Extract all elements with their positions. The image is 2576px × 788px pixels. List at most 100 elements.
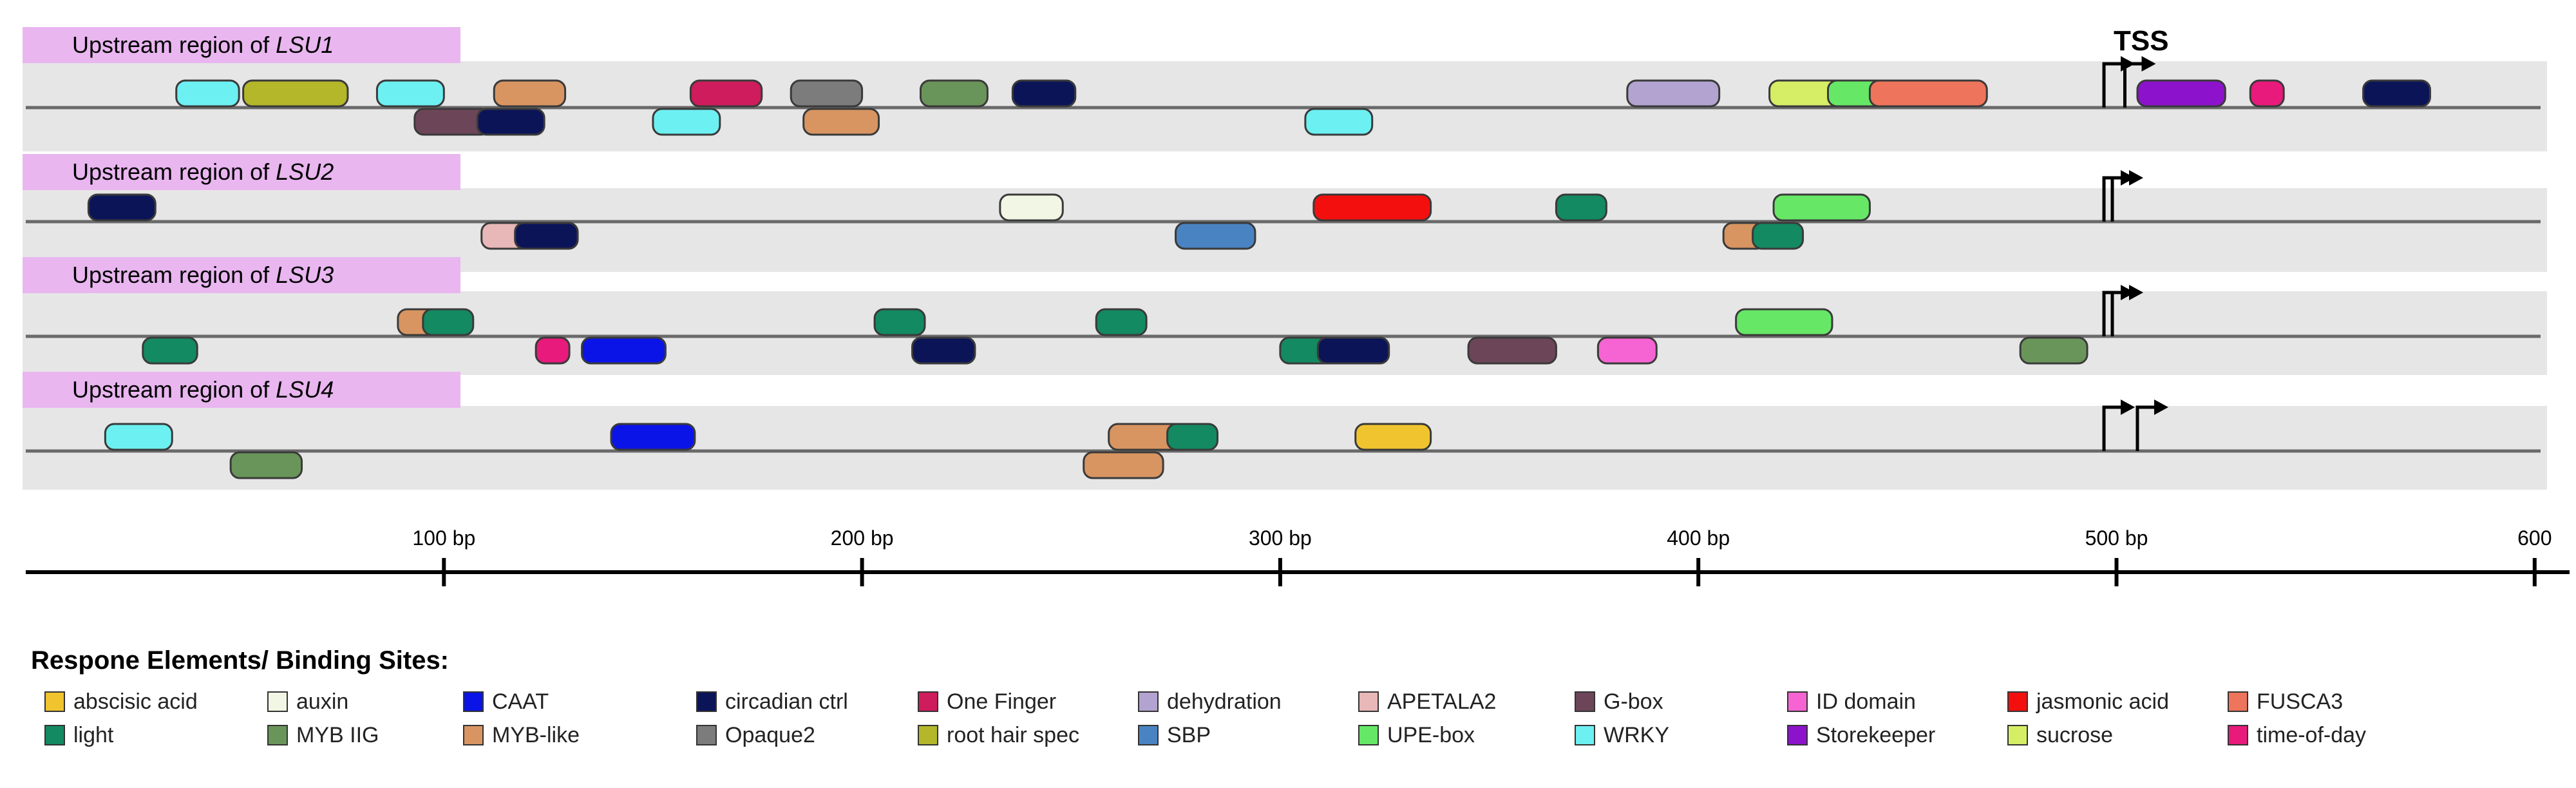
element-wrky: [104, 423, 173, 451]
element-light: [1555, 193, 1607, 222]
legend-item-sucrose: sucrose: [2007, 723, 2113, 747]
legend-label: WRKY: [1604, 723, 1669, 747]
legend-label: CAAT: [492, 689, 549, 714]
element-upe-box: [1735, 308, 1833, 336]
element-light: [142, 336, 198, 365]
legend-label: Opaque2: [725, 723, 815, 747]
element-auxin: [999, 193, 1064, 222]
region-label-prefix: Upstream region of: [72, 376, 276, 403]
element-root-hair-spec: [242, 79, 349, 108]
element-fusca3: [1868, 79, 1988, 108]
legend-swatch: [44, 725, 65, 745]
legend-swatch: [918, 691, 938, 712]
element-time-of-day: [2249, 79, 2285, 108]
legend-item-myb-iig: MYB IIG: [267, 723, 379, 747]
region-label-gene: LSU4: [276, 376, 334, 403]
element-light: [1166, 423, 1219, 451]
tss-arrowhead: [2129, 285, 2144, 300]
tss-arrow: [2102, 62, 2124, 108]
legend-label: time-of-day: [2257, 723, 2366, 747]
element-light: [873, 308, 926, 336]
legend-swatch: [2228, 691, 2248, 712]
legend-swatch: [918, 725, 938, 745]
legend-item-opaque2: Opaque2: [696, 723, 815, 747]
legend-swatch: [267, 691, 288, 712]
legend-label: FUSCA3: [2257, 689, 2343, 714]
region-label: Upstream region of LSU4: [72, 376, 334, 403]
legend-swatch: [1575, 725, 1595, 745]
region-band: [23, 406, 2547, 490]
legend-item-auxin: auxin: [267, 689, 348, 714]
legend-item-one-finger: One Finger: [918, 689, 1056, 714]
legend-label: UPE-box: [1387, 723, 1475, 747]
legend-swatch: [1138, 725, 1159, 745]
region-label-box: [23, 27, 460, 63]
element-myb-iig: [920, 79, 989, 108]
legend-swatch: [2007, 691, 2028, 712]
legend-swatch: [463, 725, 484, 745]
axis-tick-label: 200 bp: [831, 526, 894, 550]
legend-label: light: [73, 723, 114, 747]
element-time-of-day: [535, 336, 571, 365]
axis-tick-label: 600: [2517, 526, 2552, 550]
element-circadian-ctrl: [2362, 79, 2431, 108]
region-label-box: [23, 257, 460, 293]
legend-label: MYB-like: [492, 723, 580, 747]
element-wrky: [652, 108, 721, 136]
legend-label: auxin: [296, 689, 348, 714]
legend-swatch: [696, 725, 717, 745]
legend-label: APETALA2: [1387, 689, 1496, 714]
region-label-box: [23, 154, 460, 190]
legend-swatch: [44, 691, 65, 712]
legend-item-light: light: [44, 723, 114, 747]
element-upe-box: [1772, 193, 1871, 222]
region-label-box: [23, 372, 460, 408]
legend-item-id-domain: ID domain: [1787, 689, 1916, 714]
legend-swatch: [1358, 725, 1379, 745]
legend-item-g-box: G-box: [1575, 689, 1663, 714]
tss-arrowhead: [2121, 399, 2136, 415]
axis-tick-label: 300 bp: [1249, 526, 1312, 550]
legend-swatch: [2228, 725, 2248, 745]
region-1: Upstream region of LSU1: [23, 27, 2547, 151]
tss-arrowhead: [2154, 399, 2168, 415]
element-circadian-ctrl: [87, 193, 156, 222]
element-dehydration: [1626, 79, 1721, 108]
tss-arrow: [2123, 62, 2145, 108]
legend-label: sucrose: [2036, 723, 2113, 747]
region-label: Upstream region of LSU1: [72, 32, 334, 58]
legend-swatch: [696, 691, 717, 712]
legend-item-time-of-day: time-of-day: [2228, 723, 2366, 747]
region-label-gene: LSU3: [276, 262, 334, 288]
element-myb-iig: [2019, 336, 2088, 365]
element-abscisic-acid: [1354, 423, 1432, 451]
legend-item-fusca3: FUSCA3: [2228, 689, 2343, 714]
legend-label: Storekeeper: [1816, 723, 1935, 747]
legend-swatch: [267, 725, 288, 745]
element-circadian-ctrl: [476, 108, 545, 136]
legend-swatch: [1358, 691, 1379, 712]
region-label-gene: LSU2: [276, 159, 334, 185]
legend-label: One Finger: [947, 689, 1056, 714]
legend-swatch: [1787, 725, 1808, 745]
region-label: Upstream region of LSU2: [72, 159, 334, 185]
element-storekeeper: [2136, 79, 2226, 108]
element-opaque2: [790, 79, 864, 108]
legend-swatch: [463, 691, 484, 712]
legend-item-sbp: SBP: [1138, 723, 1211, 747]
region-label-prefix: Upstream region of: [72, 262, 276, 288]
element-wrky: [1304, 108, 1374, 136]
legend-title: Respone Elements/ Binding Sites:: [31, 646, 449, 675]
element-id-domain: [1596, 336, 1658, 365]
legend-swatch: [1575, 691, 1595, 712]
element-caat: [610, 423, 696, 451]
legend-label: ID domain: [1816, 689, 1916, 714]
legend-item-storekeeper: Storekeeper: [1787, 723, 1935, 747]
element-myb-like: [1083, 451, 1164, 479]
legend-item-caat: CAAT: [463, 689, 549, 714]
region-label-prefix: Upstream region of: [72, 32, 276, 58]
region-label-prefix: Upstream region of: [72, 159, 276, 185]
legend-item-apetala2: APETALA2: [1358, 689, 1496, 714]
legend-item-wrky: WRKY: [1575, 723, 1669, 747]
